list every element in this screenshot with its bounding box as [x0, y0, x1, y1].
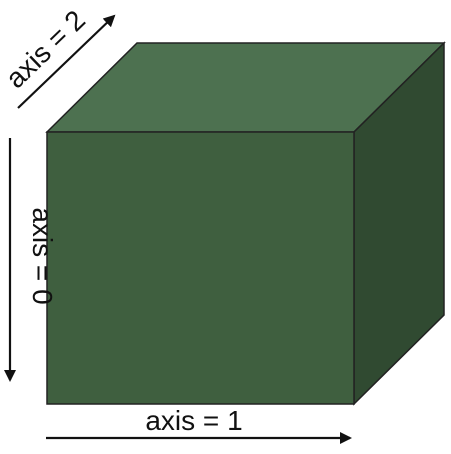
axis-0-group: axis = 0: [4, 138, 58, 382]
axis-1-label: axis = 1: [145, 405, 242, 436]
axis-1-group: axis = 1: [46, 405, 352, 444]
cube-front-face: [46, 131, 355, 405]
axis-0-label: axis = 0: [27, 207, 58, 304]
axis-2-arrow: [17, 14, 116, 109]
cube: [45, 41, 446, 406]
